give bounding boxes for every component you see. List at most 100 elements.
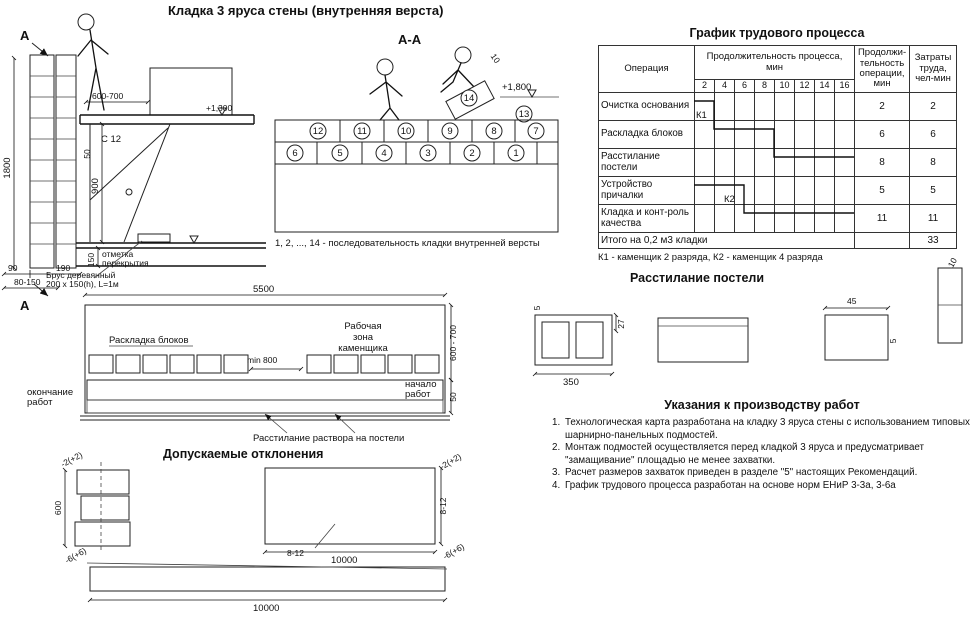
bed-spreading-drawing: 5 27 350 45 5 10 xyxy=(532,256,963,388)
work-zone-label-1: Рабочая xyxy=(344,321,381,332)
dim-5-joint: 5 xyxy=(888,338,898,343)
item-text: Монтаж подмостей осуществляется перед кл… xyxy=(565,442,925,466)
total-label: Итого на 0,2 м3 кладки xyxy=(597,232,856,249)
strip-deviation-right: -6(+6) xyxy=(441,541,466,561)
tick-10: 10 xyxy=(774,79,795,93)
work-end-label-1: окончание xyxy=(27,387,73,398)
circle-14-label: 14 xyxy=(464,93,475,104)
dim-900: 900 xyxy=(90,178,101,194)
plan-view-drawing: 5500 Рабочая зона каменщика Раскладка бл… xyxy=(27,284,458,444)
num-11: 11 xyxy=(357,126,367,137)
sequence-note: 1, 2, ..., 14 - последовательность кладк… xyxy=(275,238,540,249)
table-row: Раскладка блоков 6 6 xyxy=(598,120,958,149)
bed-spreading-title: Расстилание постели xyxy=(630,271,765,285)
work-end-label-2: работ xyxy=(27,397,53,408)
item-text: Расчет размеров захваток приведен в разд… xyxy=(565,467,918,479)
instructions-block: Указания к производству работ 1. Техноло… xyxy=(552,397,972,492)
work-process-table: Операция Продолжительность процесса, мин… xyxy=(597,45,958,249)
level-mark-1300 xyxy=(217,107,227,117)
section-mark-a-top: А xyxy=(20,28,30,43)
deviations-drawing: -2(+2) 600 8-12 -2(+2) 10000 8-12 -6(+6)… xyxy=(53,449,466,614)
stack-height: 600 xyxy=(53,501,63,515)
item-number: 2. xyxy=(552,442,561,454)
op-labor: 11 xyxy=(909,204,958,233)
num-2: 2 xyxy=(469,148,474,159)
floor-level-label-2: перекрытия xyxy=(102,258,149,268)
instructions-title: Указания к производству работ xyxy=(664,398,860,412)
op-duration: 5 xyxy=(854,176,911,205)
tick-12: 12 xyxy=(794,79,815,93)
block-on-edge xyxy=(937,267,963,344)
work-zone-label-2: зона xyxy=(353,332,374,343)
dim-27: 27 xyxy=(616,319,626,329)
mortar-bed-strip xyxy=(86,399,444,414)
section-arrow-bottom xyxy=(33,283,49,297)
op-name: Устройство причалки xyxy=(598,176,695,205)
op-name: Очистка основания xyxy=(598,92,695,121)
dim-45: 45 xyxy=(847,296,857,306)
deviation-course-strip xyxy=(86,562,448,592)
block-end-view xyxy=(824,314,889,361)
col-process: Продолжительность процесса, мин xyxy=(693,45,856,80)
joint-leader xyxy=(314,523,336,549)
laid-out-blocks xyxy=(88,354,440,374)
num-12: 12 xyxy=(313,126,324,137)
beam-note-2: 200 х 150(h), L=1м xyxy=(46,279,119,289)
op-labor: 5 xyxy=(909,176,958,205)
mason-figure xyxy=(77,13,109,111)
stack-deviation: -2(+2) xyxy=(59,449,84,469)
item-number: 4. xyxy=(552,479,561,491)
op-labor: 8 xyxy=(909,148,958,177)
op-duration: 8 xyxy=(854,148,911,177)
scaffold-platform xyxy=(79,114,255,125)
level-mark-1800 xyxy=(527,89,537,99)
op-name: Расстилание постели xyxy=(598,148,695,177)
block-layout-label: Раскладка блоков xyxy=(109,335,189,346)
existing-wall-column xyxy=(29,54,77,269)
block-wall xyxy=(274,119,559,233)
mason-figure-laying xyxy=(440,46,476,93)
tick-8: 8 xyxy=(754,79,775,93)
num-3: 3 xyxy=(425,148,430,159)
section-arrow-top xyxy=(31,42,49,57)
num-9: 9 xyxy=(447,126,452,137)
tick-4: 4 xyxy=(714,79,735,93)
section-aa-title: А-А xyxy=(398,32,422,47)
dim-90: 90 xyxy=(8,263,18,273)
tick-2: 2 xyxy=(694,79,715,93)
table-row: Очистка основания 2 2 xyxy=(598,92,958,121)
floor-slab xyxy=(76,235,266,267)
mortar-leader-1 xyxy=(264,413,288,434)
list-item: 4. График трудового процесса разработан … xyxy=(552,480,972,493)
circle-13 xyxy=(515,105,533,123)
table-row: Кладка и конт-роль качества 11 11 xyxy=(598,204,958,233)
num-5: 5 xyxy=(337,148,342,159)
mason-figure-standing xyxy=(369,58,403,121)
tick-16: 16 xyxy=(833,79,856,93)
op-duration: 6 xyxy=(854,120,911,149)
col-labor: Затраты труда, чел-мин xyxy=(909,45,958,93)
table-total-row: Итого на 0,2 м3 кладки 33 xyxy=(597,232,958,249)
op-labor: 2 xyxy=(909,92,958,121)
circle-14 xyxy=(460,89,478,107)
strip-deviation-left: -6(+6) xyxy=(63,545,88,565)
op-duration: 11 xyxy=(854,204,911,233)
work-process-chart: График трудового процесса Операция Продо… xyxy=(597,26,964,263)
col-duration: Продолжи-тельность операции, мин xyxy=(854,45,911,93)
num-6: 6 xyxy=(292,148,297,159)
item-text: Технологическая карта разработана на кла… xyxy=(565,417,970,441)
dim-50: 50 xyxy=(82,149,92,159)
list-item: 1. Технологическая карта разработана на … xyxy=(552,417,972,442)
list-item: 3. Расчет размеров захваток приведен в р… xyxy=(552,467,972,480)
dim-1800: 1800 xyxy=(2,157,13,178)
num-4: 4 xyxy=(381,148,386,159)
work-zone-label-3: каменщика xyxy=(338,343,388,354)
ground-lines xyxy=(80,415,450,421)
block-side-view xyxy=(657,317,749,363)
dim-5-shell: 5 xyxy=(532,305,542,310)
beam-leader xyxy=(93,240,143,279)
tick-14: 14 xyxy=(814,79,835,93)
level-1800: +1,800 xyxy=(502,82,531,93)
course-numbers-top: 12 11 10 9 8 7 xyxy=(309,122,545,140)
